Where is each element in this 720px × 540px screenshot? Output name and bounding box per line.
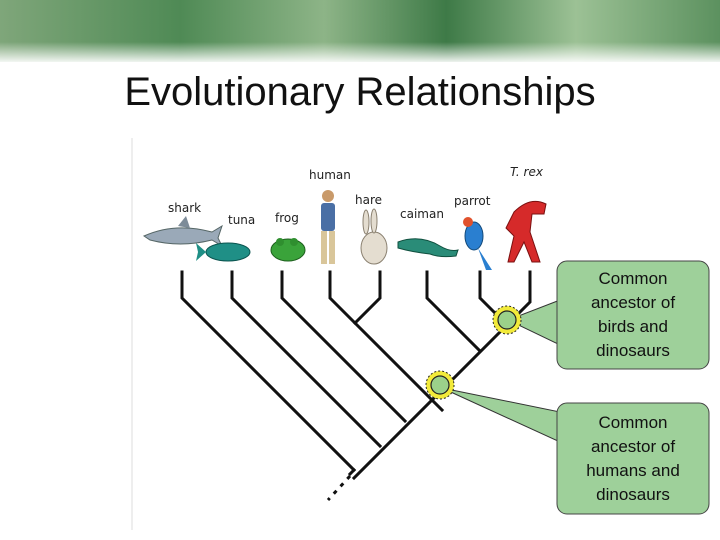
- callout-line: humans and: [586, 461, 680, 480]
- callout-line: ancestor of: [590, 437, 676, 456]
- tuna-illustration: [196, 242, 251, 262]
- ancestor-marker-birds-dinosaurs: [492, 305, 522, 335]
- branch-caiman: [425, 270, 483, 354]
- taxon-label-frog: frog: [275, 211, 299, 225]
- branch-birds-stem: [351, 322, 510, 481]
- callout-birds-dinosaurs: Common ancestor of birds and dinosaurs: [563, 267, 703, 363]
- branch-root-dashed: [326, 474, 352, 502]
- hare-illustration: [360, 208, 388, 265]
- callout-line: dinosaurs: [596, 341, 670, 360]
- callout-line: dinosaurs: [596, 485, 670, 504]
- shark-illustration: [142, 216, 224, 248]
- callout-line: birds and: [598, 317, 668, 336]
- callout-pointer-humans-dinosaurs: [441, 387, 561, 443]
- taxon-label-trex: T. rex: [510, 165, 544, 179]
- taxon-label-tuna: tuna: [228, 213, 255, 227]
- callout-humans-dinosaurs: Common ancestor of humans and dinosaurs: [563, 411, 703, 507]
- branch-mammals-stem: [352, 320, 445, 413]
- header-banner-fade: [0, 42, 720, 64]
- branch-shark: [180, 270, 357, 473]
- taxon-label-hare: hare: [355, 193, 382, 207]
- slide-title: Evolutionary Relationships: [124, 70, 596, 114]
- callout-box-humans-dinosaurs: [556, 402, 710, 515]
- branch-human: [328, 270, 382, 326]
- branch-trunk: [347, 467, 357, 477]
- callout-line: Common: [598, 413, 668, 432]
- parrot-illustration: [463, 217, 492, 270]
- callout-line: ancestor of: [590, 293, 676, 312]
- taxon-label-parrot: parrot: [454, 194, 491, 208]
- callout-box-birds-dinosaurs: [556, 260, 710, 370]
- taxon-label-human: human: [309, 168, 351, 182]
- callout-line: Common: [598, 269, 668, 288]
- taxon-label-caiman: caiman: [400, 207, 444, 221]
- human-illustration: [321, 190, 335, 264]
- branch-frog: [280, 270, 408, 424]
- trex-illustration: [505, 200, 547, 263]
- frog-illustration: [270, 238, 306, 262]
- branch-tuna: [230, 270, 383, 449]
- caiman-illustration: [397, 238, 459, 258]
- taxon-label-shark: shark: [168, 201, 201, 215]
- ancestor-marker-humans-dinosaurs: [425, 370, 455, 400]
